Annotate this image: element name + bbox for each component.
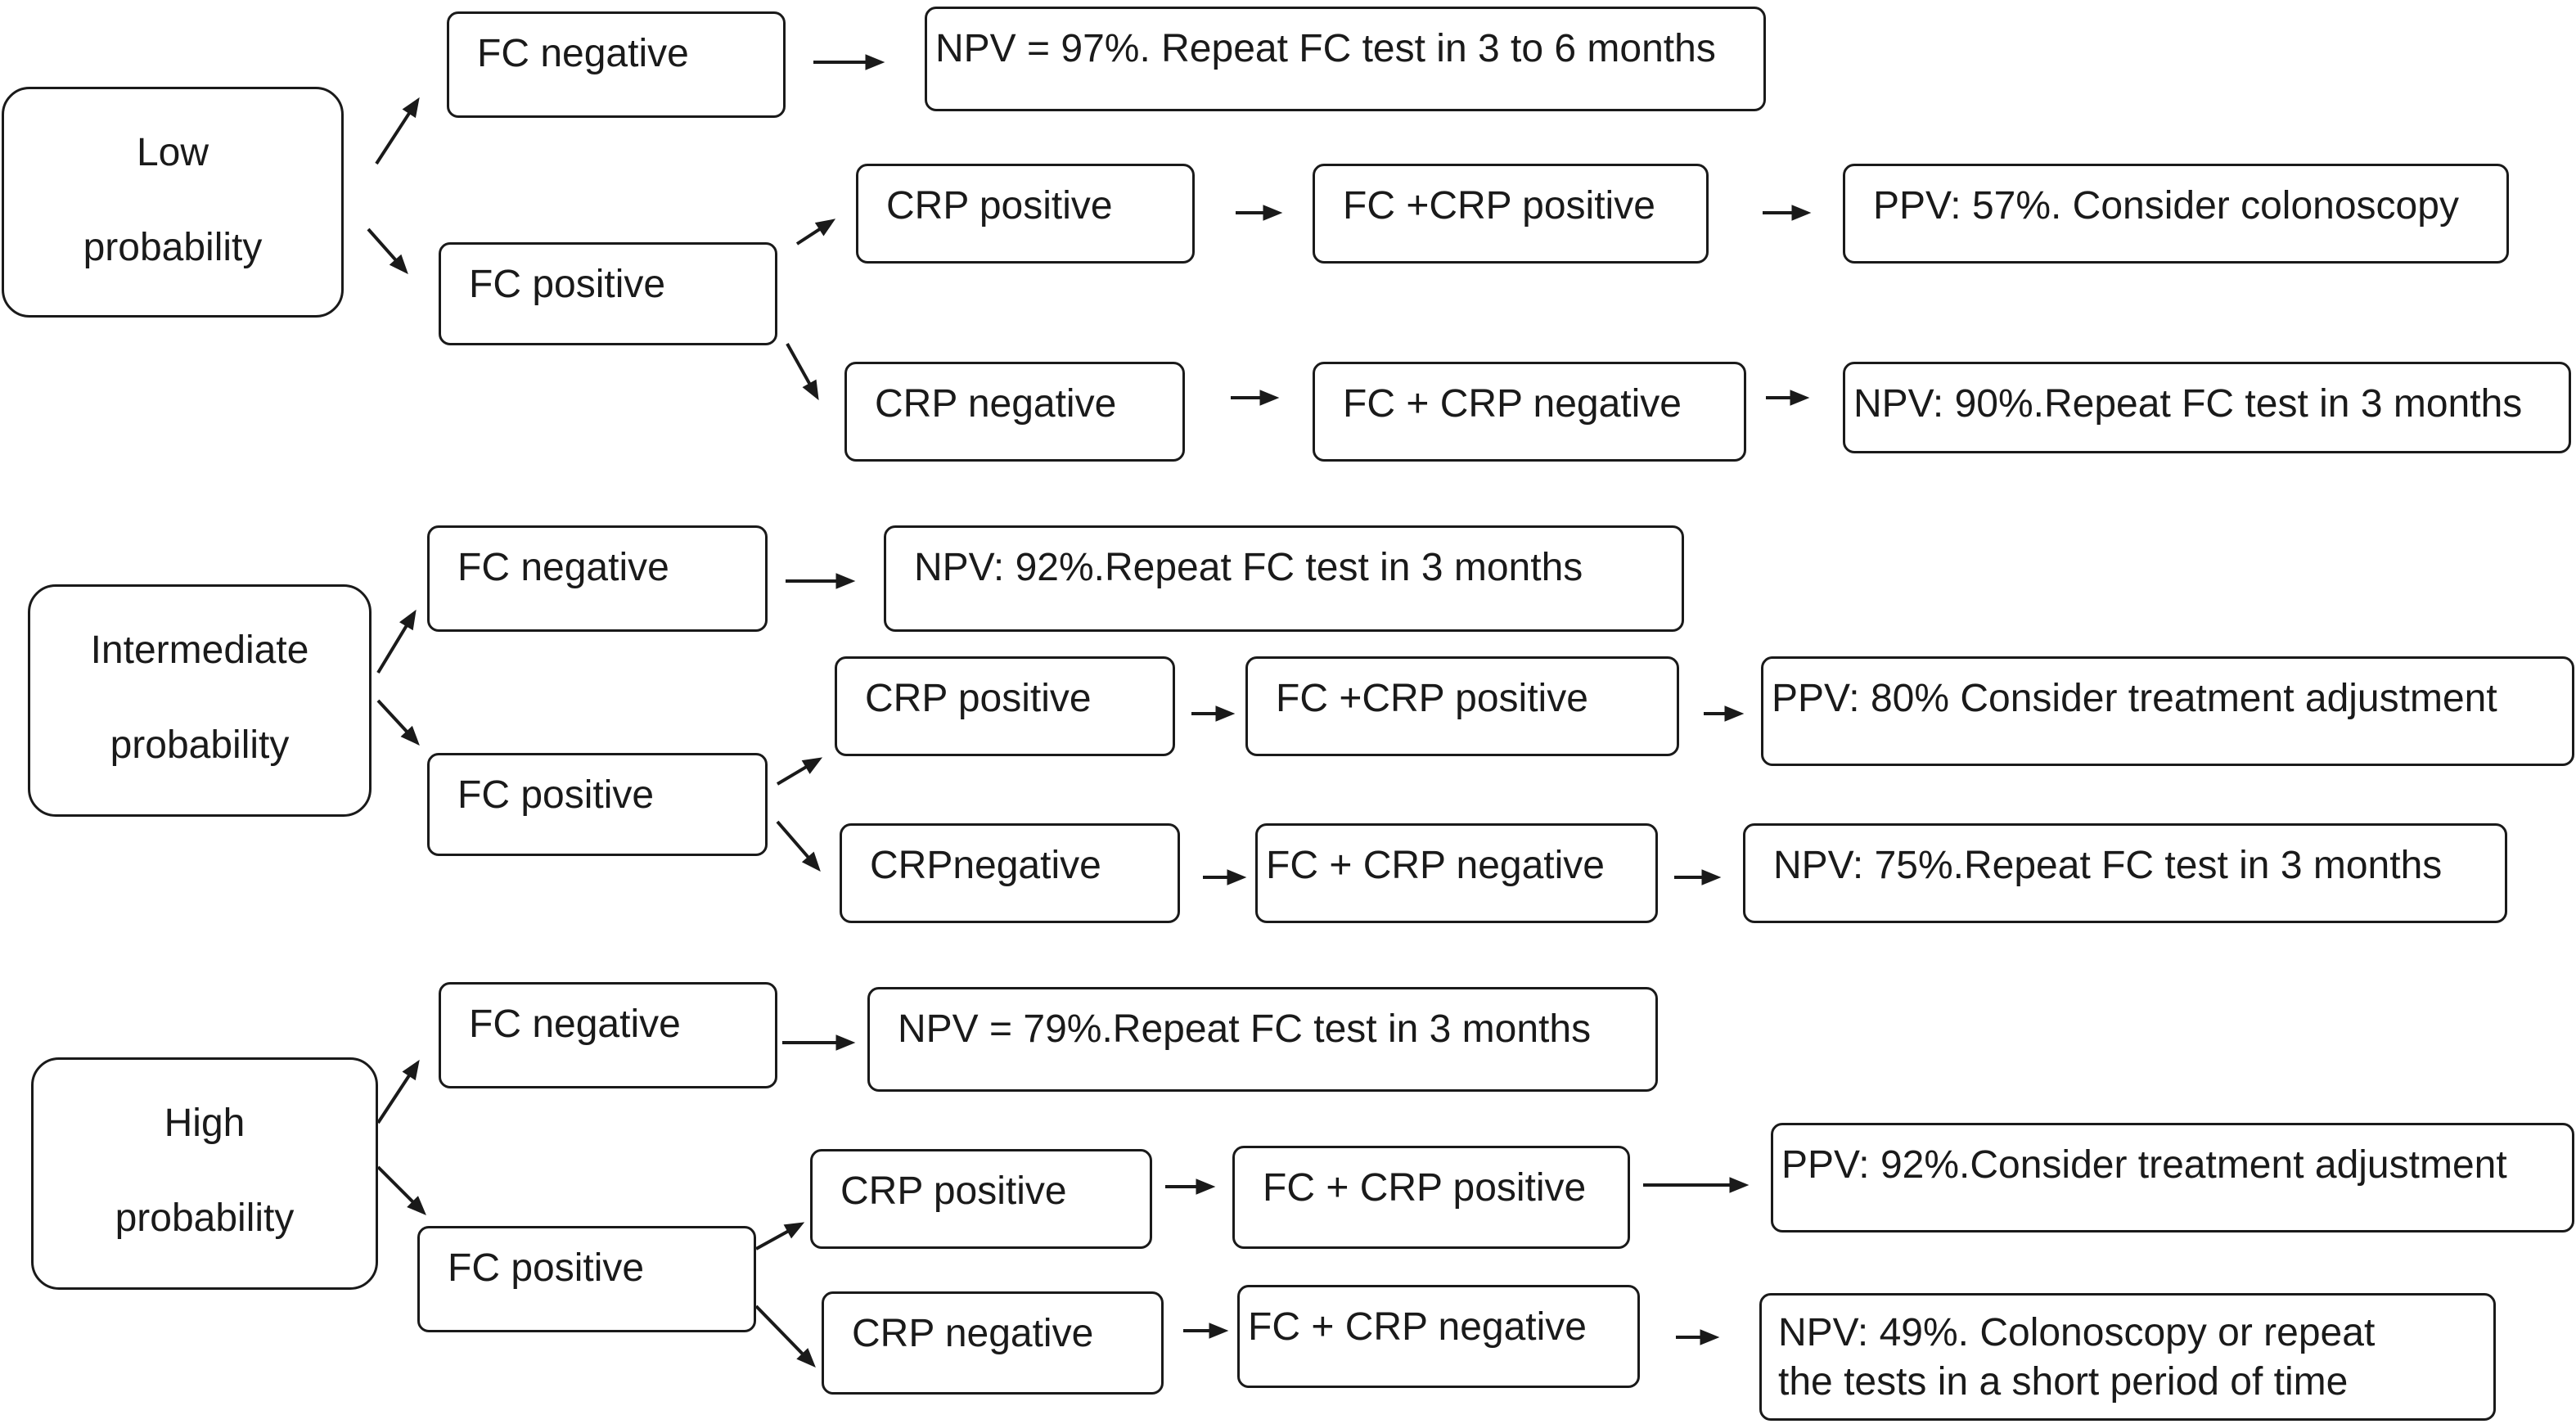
arrow-head-13 (801, 851, 821, 872)
fc-crp-negative-box: FC + CRP negative (1313, 362, 1746, 462)
arrow-head-2 (865, 54, 885, 70)
crp-negative-result-line1: NPV: 49%. Colonoscopy or repeat (1778, 1311, 2376, 1354)
probability-label-line1: Low (136, 131, 209, 174)
fc-negative-result-box: NPV = 97%. Repeat FC test in 3 to 6 mont… (925, 7, 1766, 111)
crp-positive-box: CRP positive (810, 1149, 1152, 1249)
probability-label-line1: High (164, 1102, 245, 1145)
arrow-head-0 (402, 97, 420, 119)
arrow-head-16 (1227, 869, 1247, 885)
fc-positive-box: FC positive (439, 242, 777, 345)
arrow-line-13 (776, 820, 810, 858)
arrow-line-10 (376, 699, 408, 733)
arrow-head-21 (783, 1222, 805, 1239)
fc-crp-positive-box: FC +CRP positive (1313, 164, 1709, 264)
arrow-head-1 (389, 254, 408, 274)
crp-negative-result-box: NPV: 75%.Repeat FC test in 3 months (1743, 823, 2507, 923)
crp-positive-result-box: PPV: 80% Consider treatment adjustment (1761, 656, 2574, 766)
arrow-line-4 (786, 343, 812, 385)
arrow-line-9 (376, 624, 408, 674)
arrow-head-7 (1259, 390, 1280, 406)
arrow-head-5 (1263, 205, 1283, 221)
arrow-head-26 (1700, 1329, 1720, 1345)
probability-label-line2: probability (115, 1196, 295, 1240)
fc-negative-box: FC negative (447, 11, 786, 118)
arrow-head-20 (835, 1034, 856, 1051)
arrow-line-0 (375, 112, 411, 165)
crp-negative-result-box: NPV: 90%.Repeat FC test in 3 months (1843, 362, 2571, 453)
fc-crp-positive-box: FC +CRP positive (1245, 656, 1679, 756)
crp-negative-box: CRPnegative (840, 823, 1180, 923)
crp-negative-box: CRP negative (822, 1291, 1164, 1395)
probability-label-line2: probability (110, 723, 290, 767)
fc-negative-result-box: NPV: 92%.Repeat FC test in 3 months (884, 525, 1684, 632)
crp-positive-box: CRP positive (856, 164, 1195, 264)
probability-label-line1: Intermediate (90, 629, 309, 672)
arrow-head-8 (1790, 390, 1810, 406)
arrow-head-23 (1196, 1178, 1216, 1195)
arrow-head-18 (402, 1059, 420, 1081)
arrow-head-25 (1209, 1323, 1229, 1339)
fc-crp-positive-box: FC + CRP positive (1232, 1146, 1630, 1249)
arrow-head-14 (1215, 705, 1236, 722)
arrow-line-19 (376, 1165, 414, 1203)
arrow-head-4 (802, 379, 819, 401)
intermediate-probability-box: Intermediate probability (28, 584, 372, 817)
arrow-head-15 (1724, 705, 1745, 722)
fc-crp-negative-box: FC + CRP negative (1237, 1285, 1640, 1388)
arrow-line-3 (795, 228, 821, 246)
arrow-line-1 (367, 228, 397, 261)
crp-negative-result-line2: the tests in a short period of time (1778, 1360, 2349, 1404)
arrow-head-9 (399, 609, 417, 631)
arrow-head-11 (835, 573, 856, 589)
arrow-head-3 (814, 219, 836, 237)
arrow-head-10 (400, 725, 420, 746)
fc-positive-box: FC positive (417, 1226, 756, 1332)
arrow-head-24 (1729, 1177, 1750, 1193)
crp-negative-box: CRP negative (844, 362, 1185, 462)
arrow-head-6 (1791, 205, 1812, 221)
arrow-line-21 (755, 1229, 789, 1251)
crp-positive-result-box: PPV: 92%.Consider treatment adjustment (1771, 1123, 2574, 1232)
fc-positive-box: FC positive (427, 753, 768, 856)
arrow-line-22 (754, 1305, 804, 1355)
fc-negative-box: FC negative (439, 982, 777, 1088)
probability-label-line2: probability (83, 226, 263, 269)
fc-crp-negative-box: FC + CRP negative (1255, 823, 1658, 923)
arrow-line-12 (776, 765, 808, 786)
fc-negative-box: FC negative (427, 525, 768, 632)
high-probability-box: High probability (31, 1057, 378, 1290)
low-probability-box: Low probability (2, 87, 344, 318)
crp-positive-result-box: PPV: 57%. Consider colonoscopy (1843, 164, 2509, 264)
arrow-head-12 (801, 757, 823, 774)
crp-positive-box: CRP positive (835, 656, 1175, 756)
arrow-head-19 (407, 1196, 426, 1215)
arrow-line-18 (376, 1075, 411, 1124)
arrow-head-22 (796, 1348, 816, 1368)
crp-negative-result-box: NPV: 49%. Colonoscopy or repeat the test… (1759, 1293, 2496, 1421)
arrow-head-17 (1701, 869, 1722, 885)
fc-negative-result-box: NPV = 79%.Repeat FC test in 3 months (867, 987, 1658, 1092)
